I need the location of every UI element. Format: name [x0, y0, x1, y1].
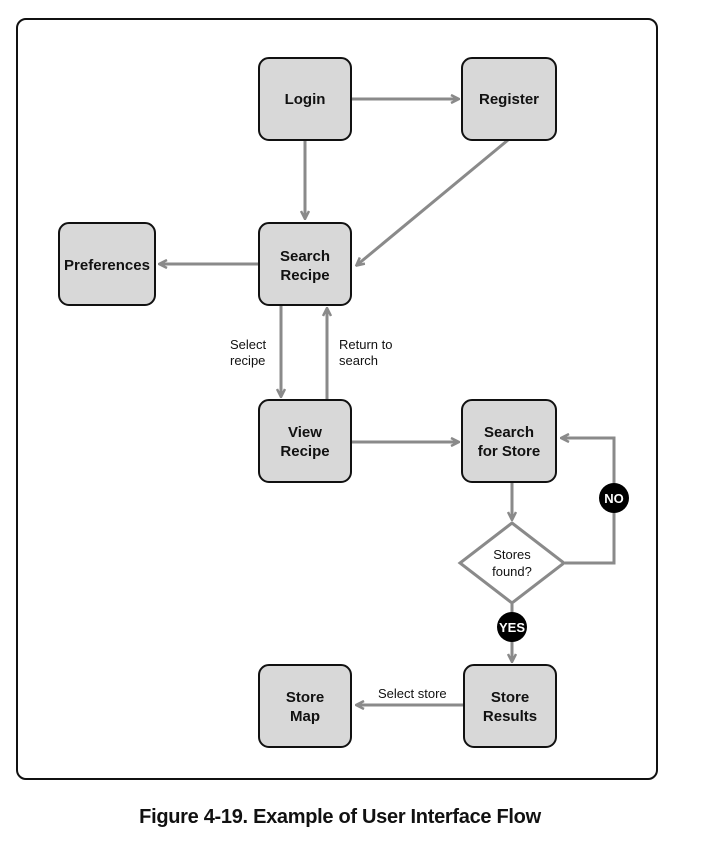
badge-yes-label: YES — [499, 620, 525, 635]
edge-label-select-recipe-2: recipe — [230, 353, 265, 368]
badge-no-label: NO — [604, 491, 624, 506]
node-search-store: Search for Store — [461, 399, 557, 483]
badge-yes: YES — [497, 612, 527, 642]
node-store-map-line2: Map — [290, 708, 320, 725]
decision-line2: found? — [492, 564, 532, 579]
node-search-store-line1: Search — [484, 424, 534, 441]
node-store-results: Store Results — [463, 664, 557, 748]
node-store-results-line1: Store — [491, 689, 529, 706]
node-search-store-line2: for Store — [478, 443, 541, 460]
edge-register-search-recipe — [357, 138, 509, 265]
node-search-recipe: Search Recipe — [258, 222, 352, 306]
edge-label-return-search-2: search — [339, 353, 378, 368]
node-preferences-label: Preferences — [64, 257, 150, 274]
node-view-recipe-line2: Recipe — [280, 443, 329, 460]
badge-no: NO — [599, 483, 629, 513]
figure-caption: Figure 4-19. Example of User Interface F… — [139, 806, 541, 828]
node-search-recipe-line2: Recipe — [280, 267, 329, 284]
node-login-label: Login — [285, 91, 326, 108]
node-login: Login — [258, 57, 352, 141]
node-register-label: Register — [479, 91, 539, 108]
node-store-map-line1: Store — [286, 689, 324, 706]
edge-label-select-store: Select store — [378, 686, 447, 701]
decision-stores-found: Stores found? — [457, 521, 567, 605]
node-store-map: Store Map — [258, 664, 352, 748]
decision-line1: Stores — [493, 547, 531, 562]
node-preferences: Preferences — [58, 222, 156, 306]
node-search-recipe-line1: Search — [280, 248, 330, 265]
node-register: Register — [461, 57, 557, 141]
node-store-results-line2: Results — [483, 708, 537, 725]
edge-label-return-search-1: Return to — [339, 337, 392, 352]
edge-label-select-recipe-1: Select — [230, 337, 267, 352]
node-view-recipe-line1: View — [288, 424, 322, 441]
node-view-recipe: View Recipe — [258, 399, 352, 483]
